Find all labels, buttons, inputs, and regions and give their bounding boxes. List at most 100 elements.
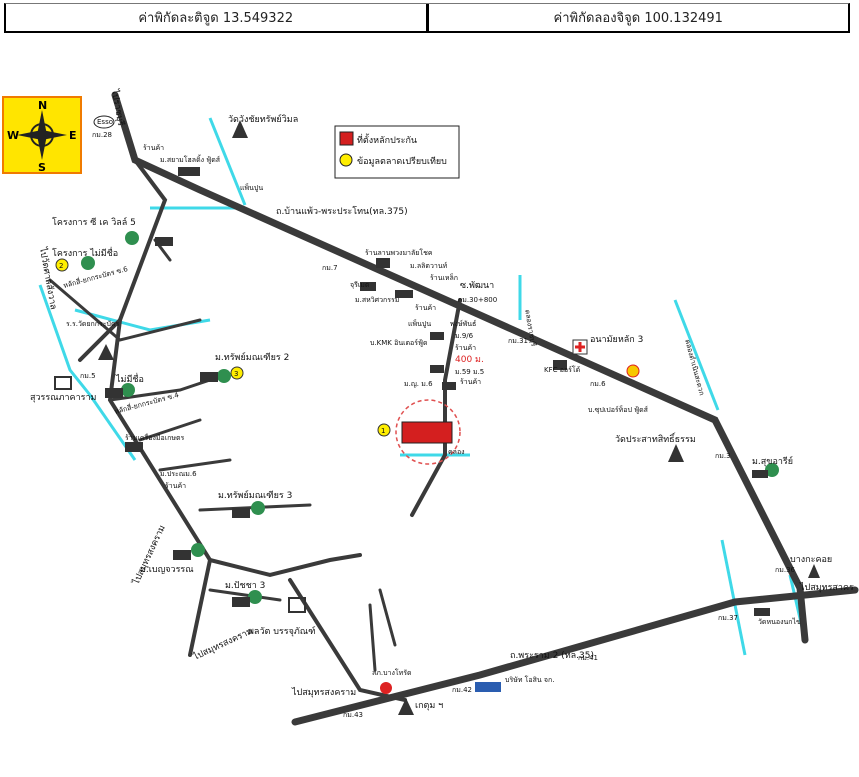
trees bbox=[81, 231, 779, 604]
market-markers: 2 3 bbox=[55, 258, 244, 380]
label-road-375: ถ.บ้านแพ้ว-พระประโทน(ทล.375) bbox=[276, 206, 408, 217]
label-dist-400: 400 ม. bbox=[455, 355, 484, 365]
label-km36: กม.36 bbox=[775, 566, 796, 574]
temple-icon bbox=[232, 120, 248, 138]
legend-market-swatch bbox=[339, 153, 353, 167]
tree-icon bbox=[81, 256, 95, 270]
collateral-site: 1 bbox=[377, 399, 461, 465]
canal-east3 bbox=[720, 539, 747, 656]
label-shop-pooh: ร้านลานพวงมาลัยโชค bbox=[365, 248, 433, 257]
tree-icon bbox=[191, 543, 205, 557]
factory-icon bbox=[360, 282, 376, 291]
road-south3 bbox=[378, 588, 397, 647]
label-km6: กม.6 bbox=[590, 380, 606, 388]
shop-icon bbox=[553, 360, 567, 370]
label-canal: คลอง bbox=[448, 448, 465, 456]
label-km31: กม.31 bbox=[508, 337, 528, 345]
coordinate-bar: ค่าพิกัดละติจูด 13.549322 ค่าพิกัดลองจิจ… bbox=[4, 3, 850, 33]
road-west-3 bbox=[208, 553, 362, 578]
factory-icon bbox=[232, 508, 250, 518]
esso-label: Esso bbox=[97, 118, 113, 126]
label-shop1: ร้านค้า bbox=[143, 144, 164, 152]
label-maimi2: ไม่มีชื่อ bbox=[115, 372, 144, 385]
roads bbox=[48, 91, 859, 726]
police-icon bbox=[380, 682, 392, 694]
label-wat-yok: ร.ร.วัดยกกระบัตร bbox=[66, 320, 120, 328]
label-m59: ม.59 ม.5 bbox=[455, 368, 484, 376]
market-marker-2-num: 2 bbox=[59, 262, 63, 270]
market-marker-3-num: 3 bbox=[234, 370, 238, 378]
road-35 bbox=[291, 586, 859, 726]
label-juthamas: จุรีเมต bbox=[350, 281, 370, 289]
school-icon bbox=[54, 376, 72, 390]
label-m-sappaitoon3: ม.ทรัพย์มณเฑียร 3 bbox=[218, 489, 292, 501]
legend: ที่ตั้งหลักประกัน ข้อมูลตลาดเปรียบเทียบ bbox=[334, 125, 460, 179]
label-to-samut-songkhram-2: ไปสมุทรสงคราม bbox=[130, 523, 168, 587]
label-km7: กม.7 bbox=[322, 264, 338, 272]
label-wat-nang: วัดหนองนกไข่ bbox=[758, 617, 801, 626]
canal-wat bbox=[208, 117, 247, 206]
tree-icon bbox=[217, 369, 231, 383]
label-proj-ck: โครงการ ซี เค วิลล์ 5 bbox=[52, 216, 136, 228]
road-lak6 bbox=[48, 278, 202, 342]
label-phonwat: พลวัต บรรจุภัณฑ์ bbox=[248, 625, 316, 637]
site-plot bbox=[401, 421, 453, 444]
label-road-35: ถ.พระราม 2 (ทล.35) bbox=[510, 651, 594, 661]
buildings bbox=[54, 167, 770, 692]
road-lak4 bbox=[108, 378, 212, 402]
label-km41: กม.41 bbox=[578, 654, 598, 662]
factory-icon bbox=[173, 550, 191, 560]
tree-icon bbox=[125, 231, 139, 245]
road-west-1 bbox=[78, 158, 168, 362]
shop-icon bbox=[376, 258, 390, 268]
temple-icon bbox=[398, 698, 414, 715]
label-km43: กม.43 bbox=[343, 711, 363, 719]
market-marker-2 bbox=[55, 258, 69, 272]
label-shop3: ร้านค้า bbox=[415, 304, 436, 312]
shop-icon bbox=[125, 442, 143, 452]
legend-market-label: ข้อมูลตลาดเปรียบเทียบ bbox=[357, 156, 447, 167]
factory-icon bbox=[232, 597, 250, 607]
compass-arrow-s bbox=[37, 135, 47, 160]
label-km3: กม.3 bbox=[715, 452, 731, 460]
compass-w: W bbox=[7, 129, 19, 142]
label-kfc: KFC ออร์โด้ bbox=[544, 365, 580, 374]
label-m-benja: ม.เบญจวรรณ bbox=[140, 565, 194, 575]
factory-icon bbox=[155, 237, 173, 246]
compass-e: E bbox=[69, 129, 77, 142]
label-km28: กม.28 bbox=[92, 131, 112, 139]
factory-icon bbox=[200, 372, 218, 382]
company-icon bbox=[475, 682, 501, 692]
shell-icon bbox=[626, 364, 640, 378]
compass: N S W E bbox=[2, 96, 82, 174]
site-marker-num: 1 bbox=[381, 427, 385, 435]
label-soi-pattana: ซ.พัฒนา bbox=[460, 281, 494, 291]
label-km37: กม.37 bbox=[718, 614, 738, 622]
road-south2 bbox=[368, 603, 377, 672]
road-kaset bbox=[138, 418, 202, 442]
label-m-sukhothai: ม.สุขอารีย์ bbox=[752, 455, 793, 467]
label-sak-bangtorad: สภ.บางโทรัด bbox=[372, 668, 412, 677]
canal-left bbox=[38, 284, 92, 396]
legend-box bbox=[334, 125, 460, 179]
road-m6 bbox=[158, 458, 232, 472]
label-m-pacha3: ม.ปัชชา 3 bbox=[225, 581, 265, 591]
label-phonpand: พงษ์พันธ์ bbox=[450, 320, 476, 328]
tree-icon bbox=[765, 463, 779, 477]
factory-icon bbox=[178, 167, 200, 176]
label-m96: ม.9/6 bbox=[455, 332, 474, 340]
label-m-ban: ม.ญ. ม.6 bbox=[404, 380, 433, 388]
label-km5-west: กม.5 bbox=[80, 372, 96, 380]
label-soi-road1: หลักสี่-ยกกระบัตร ซ.6 bbox=[62, 264, 129, 290]
esso-icon bbox=[93, 115, 115, 129]
label-kaset: ร้านเครื่องมือเกษตร bbox=[125, 433, 185, 442]
label-m-sappaitoon2: ม.ทรัพย์มณเฑียร 2 bbox=[215, 351, 289, 363]
longitude-label: ค่าพิกัดลองจิจูด 100.132491 bbox=[425, 4, 849, 31]
road-west-2 bbox=[107, 318, 213, 657]
label-to-samut-songkhram-1: ไปสมุทรสงคราม bbox=[291, 687, 356, 698]
label-panpun-2: แพ็นปูน bbox=[408, 319, 431, 328]
site-marker bbox=[377, 423, 391, 437]
label-shop5: ร้านค้า bbox=[460, 378, 481, 386]
label-wat-wang: วัดวังชัยทรัพย์วิมล bbox=[228, 113, 298, 125]
label-to-samut-sakhon: ไปสมุทรสาคร bbox=[799, 582, 854, 593]
